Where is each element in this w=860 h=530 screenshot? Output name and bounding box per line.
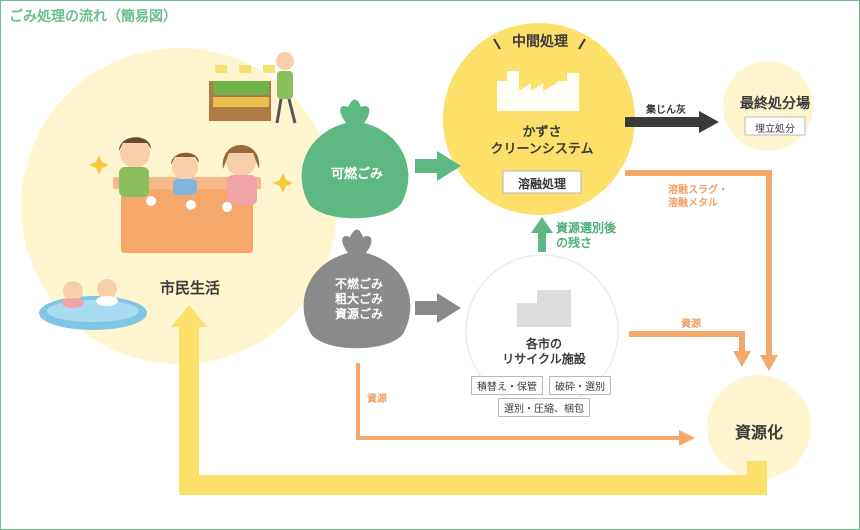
residue-arrow-head: [531, 217, 553, 233]
recycle-title-line2: リサイクル施設: [502, 352, 586, 366]
recycle-resource-arrow: [629, 331, 745, 353]
resource-label: 資源化: [734, 423, 784, 442]
bag-resource-arrow: [356, 363, 681, 440]
recycle-building-icon: [517, 290, 571, 327]
return-loop-arrowhead: [171, 305, 207, 327]
ash-label: 集じん灰: [646, 105, 686, 116]
return-loop-arrow: [179, 323, 767, 495]
process-box: [502, 170, 582, 194]
citizen-label: 市民生活: [159, 279, 221, 297]
ash-arrow-shaft: [625, 117, 701, 127]
middle-header-bracket-right: [578, 38, 586, 50]
other-bag-line1: 不燃ごみ: [334, 277, 384, 291]
other-to-recycle-arrow: [415, 293, 461, 323]
middle-name-line1: かずさ: [522, 125, 562, 140]
final-label: 最終処分場: [740, 96, 810, 112]
burnable-to-middle-arrow: [415, 151, 461, 181]
recycle-title: 各市の リサイクル施設: [502, 337, 585, 367]
resource-circle: [707, 375, 811, 479]
slag-arrow: [625, 170, 772, 357]
middle-name-line2: クリーンシステム: [490, 142, 594, 157]
middle-process-label: 溶融処理: [517, 177, 567, 191]
bag-resource-arrow-head: [679, 430, 695, 446]
final-sub-label: 埋立処分: [755, 124, 795, 135]
diagram-title: ごみ処理の流れ（簡易図）: [9, 9, 177, 25]
other-bag-icon: [303, 229, 411, 349]
factory-icon: [497, 71, 579, 111]
recycle-task-crush: 破砕・選別: [549, 376, 611, 395]
residue-label-line1: 資源選別後: [556, 221, 617, 235]
recycle-task-transfer: 積替え・保管: [471, 376, 543, 395]
sparkle-icon: [89, 155, 293, 193]
residue-label: 資源選別後 の残さ: [556, 221, 616, 251]
final-sub-box: [744, 116, 806, 136]
family-illustration: [113, 137, 261, 253]
recycle-resource-label: 資源: [681, 319, 701, 330]
burnable-bag-label: 可燃ごみ: [330, 167, 384, 182]
middle-header: 中間処理: [512, 34, 568, 50]
residue-label-line2: の残さ: [556, 236, 593, 250]
other-bag-label: 不燃ごみ 粗大ごみ 資源ごみ: [335, 277, 383, 322]
slag-label: 溶融スラグ・ 溶融メタル: [668, 184, 728, 210]
recycle-task-compress: 選別・圧縮、梱包: [498, 398, 590, 417]
bag-resource-label: 資源: [367, 394, 387, 405]
slag-label-line2: 溶融メタル: [668, 198, 718, 209]
burnable-bag-icon: [301, 99, 409, 219]
pool-illustration: [39, 279, 147, 330]
ash-arrow-head: [699, 111, 719, 133]
middle-name: かずさ クリーンシステム: [491, 124, 594, 158]
middle-treatment-circle: [443, 23, 635, 215]
recycle-title-line1: 各市の: [525, 337, 562, 351]
other-bag-line3: 資源ごみ: [334, 307, 384, 321]
middle-header-bracket-left: [493, 38, 501, 50]
shop-illustration: [209, 52, 297, 124]
slag-arrow-head: [760, 355, 778, 371]
residue-arrow-shaft: [538, 230, 546, 252]
slag-label-line1: 溶融スラグ・: [668, 185, 728, 196]
recycle-resource-arrow-head: [733, 351, 751, 367]
other-bag-line2: 粗大ごみ: [334, 292, 384, 306]
